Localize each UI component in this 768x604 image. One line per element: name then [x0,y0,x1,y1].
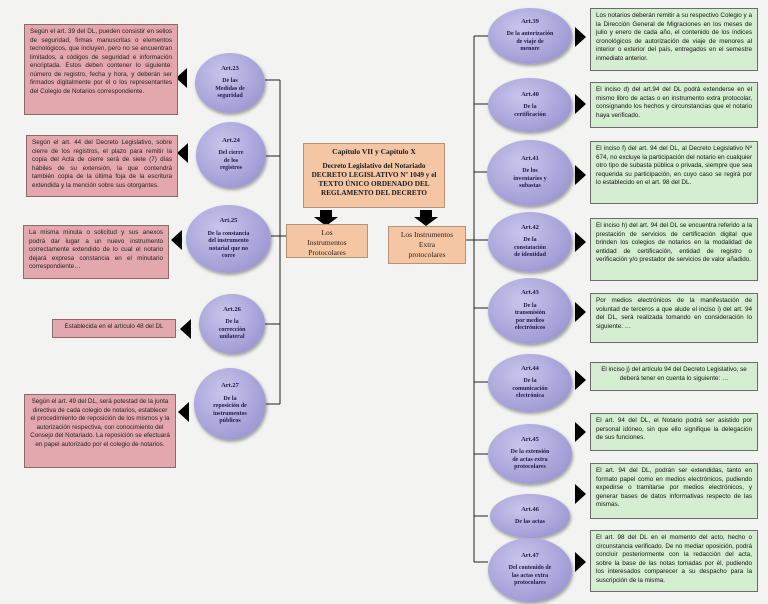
article-oval-23: Art.23 De las Medidas de seguridad [195,53,265,113]
note-art27: Según el art. 49 del DL, será potestad d… [24,394,176,468]
article-title: Art.43 [521,289,539,297]
right-arrow-icon [575,302,586,322]
article-oval-44: Art.44 De la comunicación electrónica [488,354,572,412]
right-arrow-icon [575,94,586,114]
branch-extra-protocolares: Los Instrumentos Extra protocolares [388,226,466,264]
article-title: Art.27 [221,382,239,390]
article-oval-46: Art.46 De las actas [490,494,570,538]
article-subtitle: De las actas [515,518,545,525]
article-oval-27: Art.27 De la reposición de instrumentos … [194,368,266,440]
article-oval-25: Art.25 De la constancia del instrumento … [186,205,271,273]
note-art44: El inciso j) del artículo 94 del Decreto… [590,362,758,391]
branch-protocolares: Los Instrumentos Protocolares [286,224,368,258]
note-art45: El art. 94 del DL, el Notario podrá ser … [590,413,758,451]
article-subtitle: De la constancia del instrumento notaria… [207,230,250,260]
article-title: Art.23 [221,65,239,73]
article-title: Art.40 [521,90,539,98]
note-art23: Según el art. 39 del DL, pueden consisti… [24,24,178,115]
down-arrow-right [414,210,438,226]
article-title: Art.47 [521,552,539,560]
article-oval-42: Art.42 De la constatación de identidad [488,212,572,272]
article-subtitle: Del cierre de los registros [218,150,244,172]
right-arrow-icon [575,422,586,442]
left-arrow-icon [176,68,187,88]
main-topic-heading: Capítulo VII y Capítulo X [332,147,416,156]
article-title: Art.41 [521,155,539,163]
note-art39: Los notarios deberán remitir a su respec… [590,8,758,71]
article-title: Art.45 [521,436,539,444]
note-art47: El art. 98 del DL en el momento del acto… [590,530,758,592]
article-title: Art.26 [223,306,241,314]
article-title: Art.44 [521,365,539,373]
note-art42: El inciso h) del art. 94 del DL se encue… [590,218,758,281]
right-arrow-icon [575,484,586,504]
article-oval-41: Art.41 De los inventarios y subastas [487,140,573,206]
note-art25: La misma minuta o solicitud y sus anexos… [23,225,169,279]
article-subtitle: De las Medidas de seguridad [215,78,245,100]
article-subtitle: De la transmisión por medios electrónico… [514,302,546,332]
note-art24: Según el art. 44 del Decreto Legislativo… [26,135,178,197]
article-oval-45: Art.45 De la extensión de actas extra pr… [488,424,572,484]
note-art43: Por medios electrónicos de la manifestac… [590,293,758,343]
main-topic-box: Capítulo VII y Capítulo X Decreto Legisl… [303,143,445,208]
article-subtitle: De la constatación de identidad [514,237,546,259]
article-oval-40: Art.40 De la certificación [488,78,572,132]
article-oval-47: Art.47 Del contenido de las actas extra … [488,538,572,602]
note-art40: El inciso d) del art.94 del DL podrá ext… [590,82,758,128]
article-subtitle: De la comunicación electrónica [512,378,548,400]
right-arrow-icon [575,370,586,390]
left-arrow-icon [178,402,189,422]
article-subtitle: De la extensión de actas extra protocola… [510,449,550,471]
article-subtitle: De la certificación [514,104,546,118]
article-oval-43: Art.43 De la transmisión por medios elec… [488,278,572,344]
article-oval-24: Art.24 Del cierre de los registros [196,122,266,188]
note-art26: Establecida en el artículo 48 del DL [52,319,176,338]
right-arrow-icon [575,165,586,185]
article-title: Art.46 [521,505,539,513]
main-topic-body: Decreto Legislativo del Notariado DECRET… [311,162,437,197]
note-art41: El inciso f) del art. 94 del DL, al Decr… [590,141,758,204]
down-arrow-left [314,210,338,226]
left-arrow-icon [177,143,188,163]
article-subtitle: De los inventarios y subastas [513,168,547,190]
article-oval-39: Art.39 De la autorización de viaje de me… [488,8,572,64]
article-title: Art.42 [521,224,539,232]
article-subtitle: De la reposición de instrumentos público… [213,395,247,425]
article-subtitle: De la autorización de viaje de menore [506,31,554,53]
article-subtitle: De la corrección unilateral [218,319,246,341]
article-oval-26: Art.26 De la corrección unilateral [199,294,265,354]
article-title: Art.24 [222,137,240,145]
right-arrow-icon [575,552,586,572]
note-art46: El art. 94 del DL, podrán ser extendidas… [590,463,758,519]
article-title: Art.39 [521,18,539,26]
right-arrow-icon [575,27,586,47]
right-arrow-icon [575,232,586,252]
article-subtitle: Del contenido de las actas extra protoco… [508,565,552,587]
left-arrow-icon [180,319,191,339]
left-arrow-icon [171,230,182,250]
article-title: Art.25 [219,217,238,225]
